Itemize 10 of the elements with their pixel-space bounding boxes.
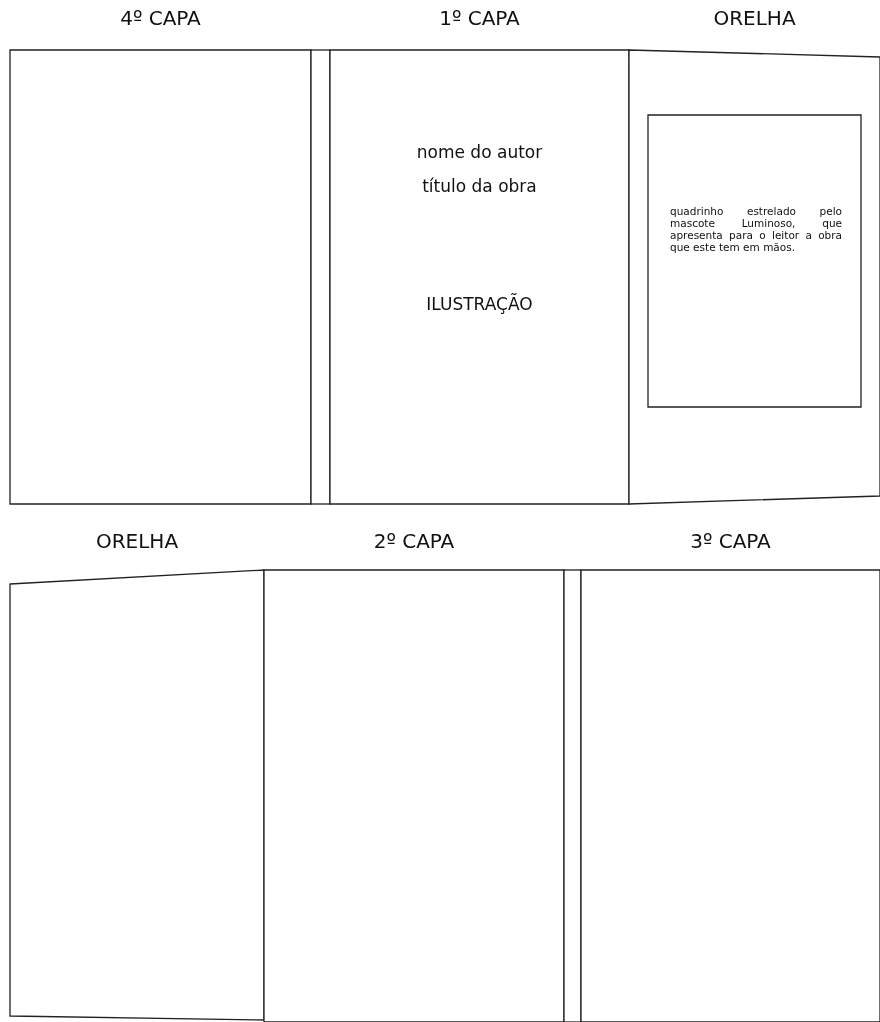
cover-text: título da obra xyxy=(421,176,538,196)
panel-heading: ORELHA xyxy=(94,529,180,553)
panel-heading: 4º CAPA xyxy=(119,6,202,30)
panel-heading: ORELHA xyxy=(712,6,797,30)
cover-text: nome do autor xyxy=(415,142,544,162)
panel-heading: 1º CAPA xyxy=(438,6,521,30)
flap-text: quadrinho estrelado pelo mascote Luminoso, que apresenta para o leitor a obra que este tem em mãos. xyxy=(670,205,842,254)
panel-heading: 3º CAPA xyxy=(689,529,772,553)
panel-heading: 2º CAPA xyxy=(372,529,456,553)
cover-text: ILUSTRAÇÃO xyxy=(425,294,534,314)
